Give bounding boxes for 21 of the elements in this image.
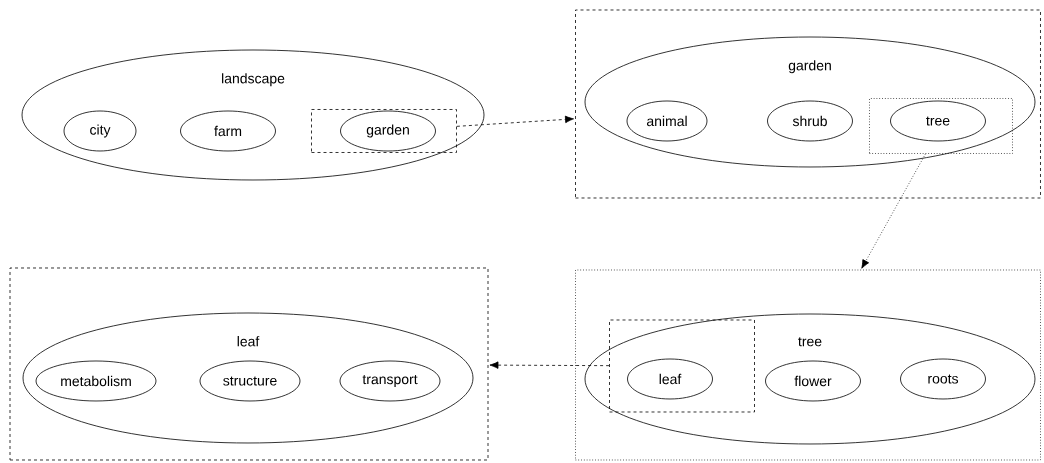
- dotted-frame: [869, 98, 1013, 154]
- ellipse-node: flower: [765, 360, 861, 402]
- ellipse-node: roots: [900, 358, 986, 400]
- dashed-frame: [9, 267, 489, 461]
- dotted-frame: [575, 269, 1041, 461]
- ellipse-node: leaf: [627, 358, 713, 400]
- ellipse-node: garden: [340, 110, 436, 152]
- dashed-frame: [311, 109, 457, 153]
- ellipse-node: transport: [339, 360, 441, 402]
- dashed-frame: [609, 319, 755, 413]
- ellipse-node: metabolism: [35, 360, 157, 402]
- ellipse-node: shrub: [767, 100, 853, 142]
- arrow: [861, 153, 926, 269]
- ellipse-node: animal: [626, 100, 708, 142]
- arrow: [489, 361, 610, 369]
- dashed-frame: [575, 9, 1041, 199]
- ellipse-node: tree: [890, 100, 986, 142]
- ellipse-node: farm: [180, 110, 276, 152]
- ellipse-node: structure: [199, 360, 301, 402]
- ellipse-node: city: [63, 110, 137, 152]
- arrow: [456, 115, 574, 127]
